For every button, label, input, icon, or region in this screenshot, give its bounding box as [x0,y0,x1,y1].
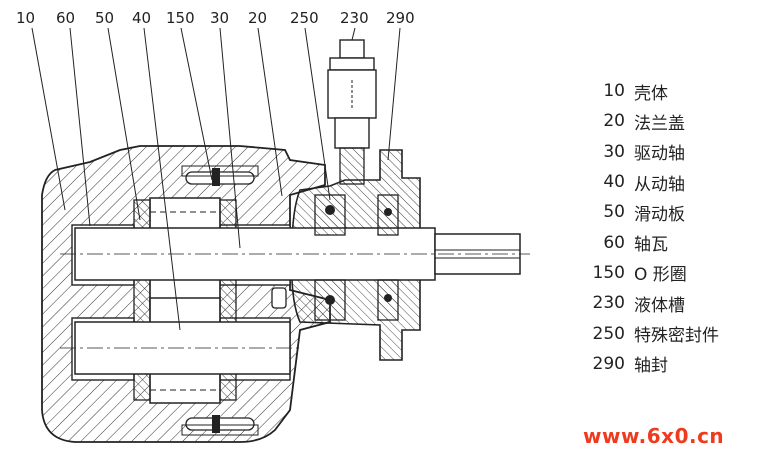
legend-part-name: 法兰盖 [634,113,685,134]
fluid-reservoir-fitting [327,39,377,185]
leader-lines [31,27,401,331]
legend-item: 50 滑动板 [585,197,757,227]
legend-number: 290 [592,353,625,374]
legend-item: 40 从动轴 [585,167,757,197]
legend-number: 40 [603,172,625,193]
shaft-seal [314,194,399,321]
bolts [181,165,259,436]
callout-40: 40 [132,9,151,27]
callout-230: 230 [340,9,369,27]
callout-10: 10 [16,9,35,27]
legend-number: 230 [592,293,625,314]
legend-number: 50 [603,202,625,223]
legend-part-name: 轴封 [634,356,668,377]
legend-number: 250 [592,323,625,344]
legend-part-name: 轴瓦 [634,235,668,256]
watermark-text: www.6x0.cn [583,424,725,448]
legend-number: 10 [603,81,625,102]
legend-part-name: 从动轴 [634,174,685,195]
callout-60: 60 [56,9,75,27]
driven-shaft [60,321,300,375]
parts-legend: 10 壳体 20 法兰盖 30 驱动轴 40 从动轴 50 滑动板 60 轴瓦 150 O 形… [585,76,757,379]
legend-item: 60 轴瓦 [585,227,757,257]
callout-290: 290 [386,9,415,27]
legend-number: 150 [592,262,625,283]
legend-item: 290 轴封 [585,349,757,379]
legend-item: 250 特殊密封件 [585,318,757,348]
callout-20: 20 [248,9,267,27]
callout-250: 250 [290,9,319,27]
legend-part-name: 滑动板 [634,204,685,225]
legend-item: 10 壳体 [585,76,757,106]
legend-part-name: O 形圈 [634,265,687,286]
legend-number: 60 [603,232,625,253]
legend-item: 20 法兰盖 [585,106,757,136]
callout-50: 50 [95,9,114,27]
legend-number: 20 [603,111,625,132]
o-ring-seals [185,168,287,433]
legend-part-name: 特殊密封件 [634,326,719,347]
legend-number: 30 [603,141,625,162]
drive-shaft [60,227,530,281]
legend-part-name: 驱动轴 [634,144,685,165]
callout-labels: 10 60 50 40 150 30 20 250 230 290 [16,9,415,27]
legend-item: 150 O 形圈 [585,258,757,288]
callout-30: 30 [210,9,229,27]
legend-part-name: 液体槽 [634,295,685,316]
legend-part-name: 壳体 [634,83,668,104]
callout-150: 150 [166,9,195,27]
legend-item: 30 驱动轴 [585,137,757,167]
legend-item: 230 液体槽 [585,288,757,318]
